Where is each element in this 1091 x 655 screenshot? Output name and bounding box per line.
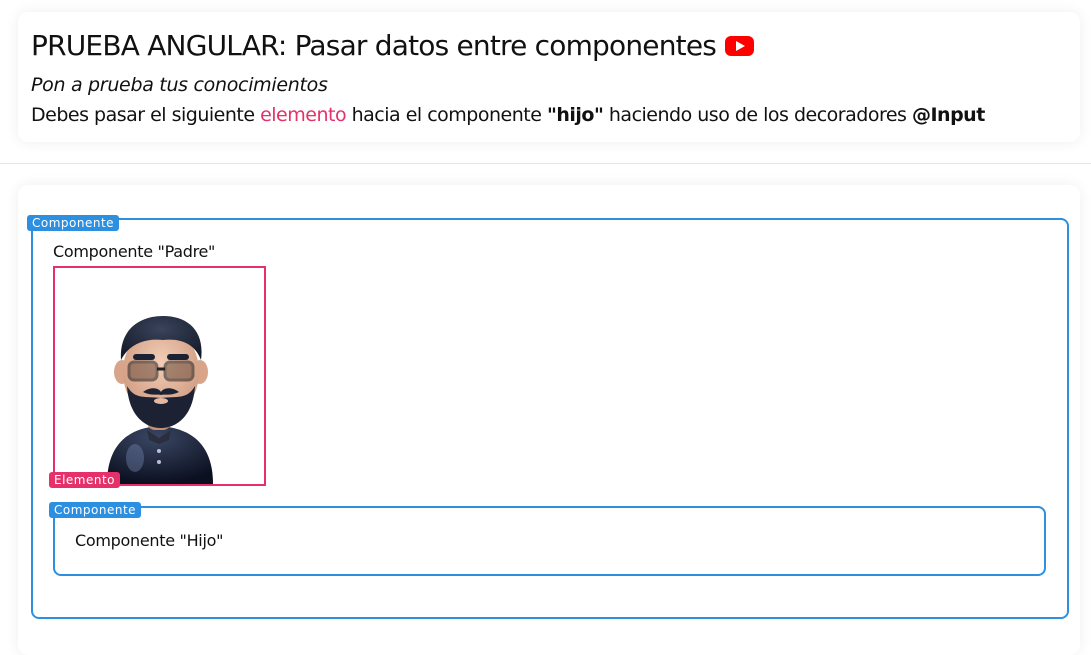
instruction-part1: Debes pasar el siguiente bbox=[31, 104, 261, 126]
element-tag: Elemento bbox=[49, 472, 121, 488]
child-component-box bbox=[53, 506, 1046, 576]
child-component-tag: Componente bbox=[49, 502, 142, 518]
page-title: PRUEBA ANGULAR: Pasar datos entre compon… bbox=[31, 29, 717, 62]
avatar-image bbox=[107, 316, 213, 484]
youtube-icon[interactable] bbox=[725, 35, 755, 56]
parent-component-title: Componente "Padre" bbox=[53, 242, 216, 261]
keyword-child: "hijo" bbox=[546, 104, 604, 126]
instruction-part3: haciendo uso de los decoradores bbox=[603, 104, 912, 126]
parent-component-box bbox=[31, 218, 1069, 619]
title-row: PRUEBA ANGULAR: Pasar datos entre compon… bbox=[31, 29, 755, 62]
instruction-text: Debes pasar el siguiente elemento hacia … bbox=[31, 104, 985, 126]
instruction-part2: hacia el componente bbox=[346, 104, 547, 126]
parent-component-tag: Componente bbox=[27, 215, 120, 231]
child-component-title: Componente "Hijo" bbox=[75, 531, 224, 550]
page-subtitle: Pon a prueba tus conocimientos bbox=[31, 74, 328, 96]
keyword-element: elemento bbox=[260, 104, 347, 126]
header-divider bbox=[0, 163, 1091, 164]
header-card: PRUEBA ANGULAR: Pasar datos entre compon… bbox=[18, 12, 1080, 142]
element-box bbox=[53, 266, 266, 486]
keyword-decorator: @Input bbox=[911, 104, 985, 126]
